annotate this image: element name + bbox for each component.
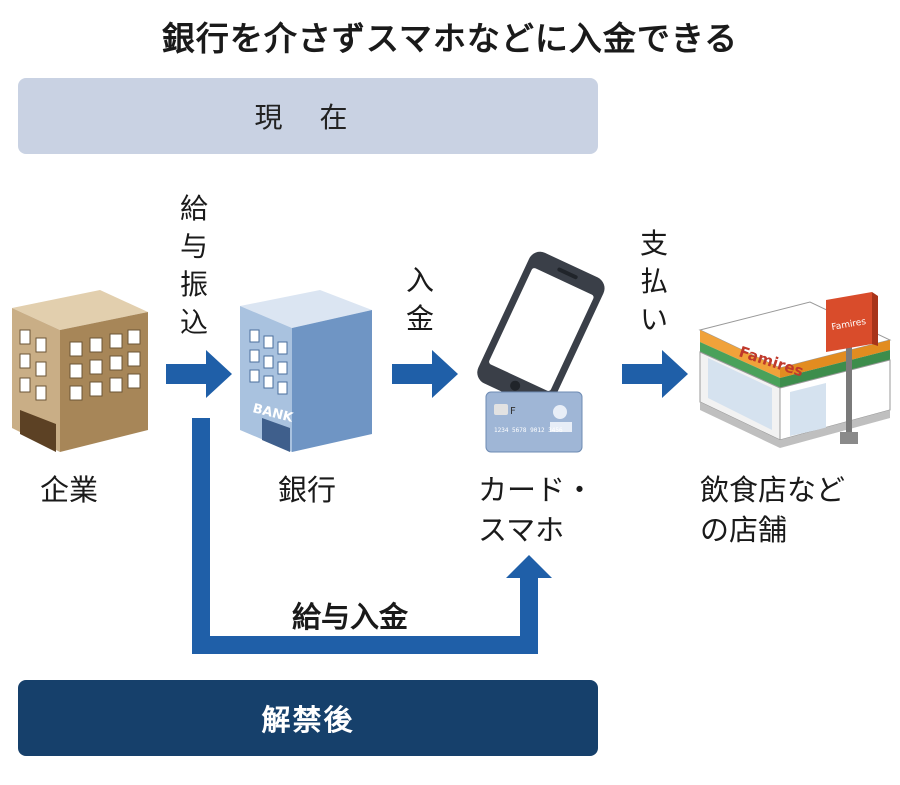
payment-label: 支払い <box>639 227 668 336</box>
card-number-text: 1234 5678 9012 3456 <box>494 427 563 434</box>
smartphone-icon <box>477 251 605 410</box>
arrow-card-to-shop <box>622 350 688 398</box>
after-band-label: 解禁後 <box>261 703 355 737</box>
shop-icon: Famires Famires <box>698 292 892 448</box>
bank-building-icon: BANK <box>240 290 372 452</box>
company-building-icon <box>12 290 148 452</box>
svg-text:F: F <box>510 406 516 417</box>
credit-card-icon: F 1234 5678 9012 3456 <box>485 391 583 453</box>
company-label: 企業 <box>40 473 99 507</box>
diagram-title: 銀行を介さずスマホなどに入金できる <box>161 19 739 58</box>
direct-deposit-label: 給与入金 <box>292 600 409 634</box>
shop-label-line1: 飲食店など <box>700 473 846 507</box>
arrow-bank-to-card <box>392 350 458 398</box>
salary-transfer-label: 給与振込 <box>179 192 208 339</box>
bank-label: 銀行 <box>278 473 337 507</box>
shop-label-line2: の店舗 <box>700 513 788 547</box>
current-band-label: 現 在 <box>254 101 362 134</box>
arrow-company-to-bank <box>166 350 232 398</box>
card-phone-label-line2: スマホ <box>478 513 565 547</box>
deposit-label: 入金 <box>405 264 434 335</box>
card-phone-label-line1: カード・ <box>478 473 595 507</box>
after-band: 解禁後 <box>18 680 598 756</box>
current-band: 現 在 <box>18 78 598 154</box>
